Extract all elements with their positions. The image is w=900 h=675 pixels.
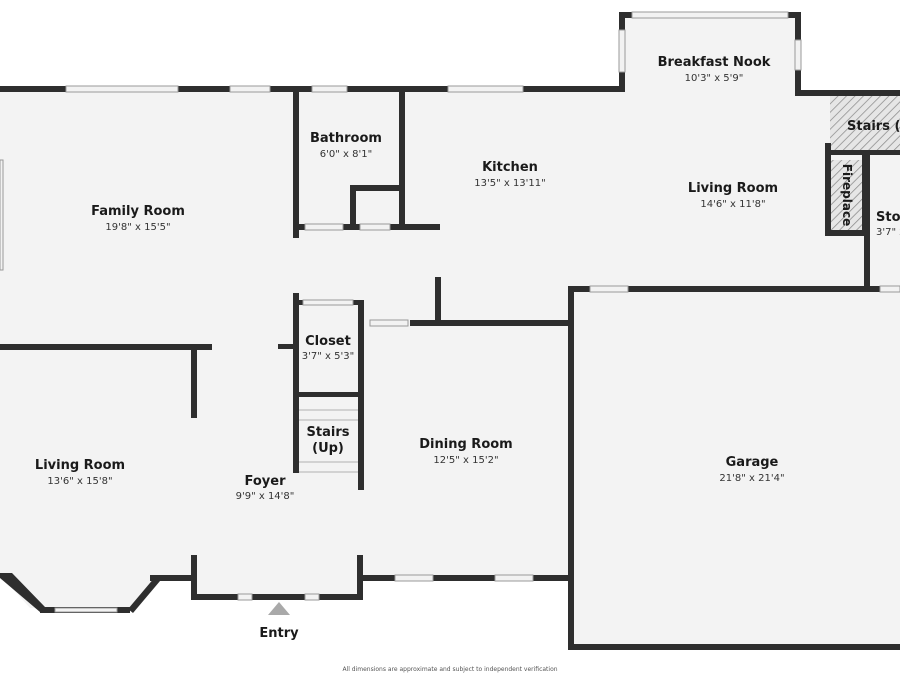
stairs-up-right-label: Stairs (Up) <box>847 119 900 134</box>
breakfast-nook-dim: 10'3" x 5'9" <box>685 73 744 84</box>
living-room-left-label: Living Room <box>35 458 125 473</box>
living-room-right-label: Living Room <box>688 181 778 196</box>
living-room-right-dim: 14'6" x 11'8" <box>700 199 765 210</box>
entry-label: Entry <box>259 626 299 641</box>
garage-label: Garage <box>726 455 779 470</box>
stairs-up-center-label-2: (Up) <box>312 441 344 456</box>
disclaimer-text: All dimensions are approximate and subje… <box>342 666 557 673</box>
fireplace-label: Fireplace <box>840 164 854 226</box>
stairs-up-right-hatch <box>830 95 900 153</box>
bathroom-label: Bathroom <box>310 131 382 146</box>
closet-label: Closet <box>305 334 351 349</box>
dining-room-dim: 12'5" x 15'2" <box>433 455 498 466</box>
dining-room-label: Dining Room <box>419 437 512 452</box>
foyer-label: Foyer <box>245 474 287 489</box>
family-room-dim: 19'8" x 15'5" <box>105 222 170 233</box>
garage-dim: 21'8" x 21'4" <box>719 473 784 484</box>
floor-fills <box>0 16 900 648</box>
bathroom-dim: 6'0" x 8'1" <box>320 149 372 160</box>
kitchen-label: Kitchen <box>482 160 538 175</box>
windows <box>0 11 900 613</box>
living-room-left-dim: 13'6" x 15'8" <box>47 476 112 487</box>
stairs-up-center-label: Stairs <box>307 425 350 440</box>
kitchen-dim: 13'5" x 13'11" <box>474 178 546 189</box>
fireplace-hatch <box>830 160 864 232</box>
closet-dim: 3'7" x 5'3" <box>302 351 354 362</box>
breakfast-nook-label: Breakfast Nook <box>658 55 771 70</box>
stair-treads <box>299 409 358 473</box>
storage-label: Storage <box>876 210 900 225</box>
storage-dim: 3'7" x 3'1" <box>876 227 900 238</box>
foyer-dim: 9'9" x 14'8" <box>236 491 295 502</box>
family-room-label: Family Room <box>91 204 185 219</box>
entry-arrow-icon <box>268 602 290 615</box>
